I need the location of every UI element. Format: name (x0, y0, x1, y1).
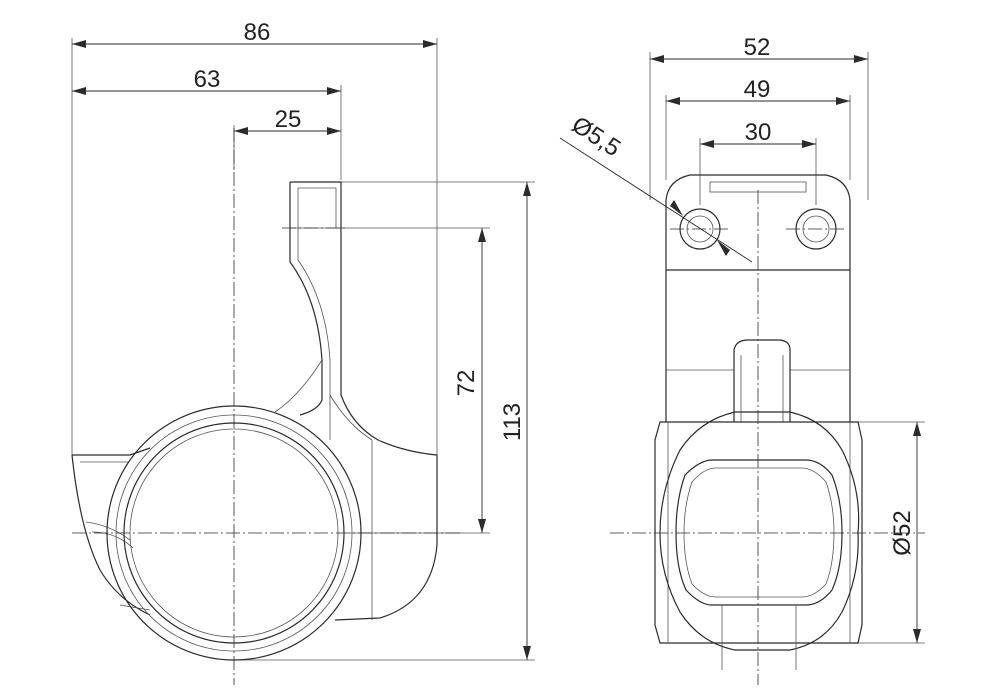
dim-63-label: 63 (194, 66, 221, 93)
dim-hole-diameter-label: Ø5,5 (567, 111, 625, 162)
front-view: 52 49 30 Ø5,5 Ø52 (559, 34, 925, 685)
dim-52-label: 52 (744, 34, 771, 61)
dim-bore-diameter-label: Ø52 (889, 510, 916, 555)
side-view: 86 63 25 72 113 (71, 19, 535, 685)
dim-30-label: 30 (745, 119, 772, 146)
dim-86-label: 86 (244, 19, 271, 46)
dim-72-label: 72 (453, 370, 480, 397)
dim-113-label: 113 (499, 403, 526, 441)
dim-25-label: 25 (275, 106, 302, 133)
dim-49-label: 49 (744, 76, 771, 103)
